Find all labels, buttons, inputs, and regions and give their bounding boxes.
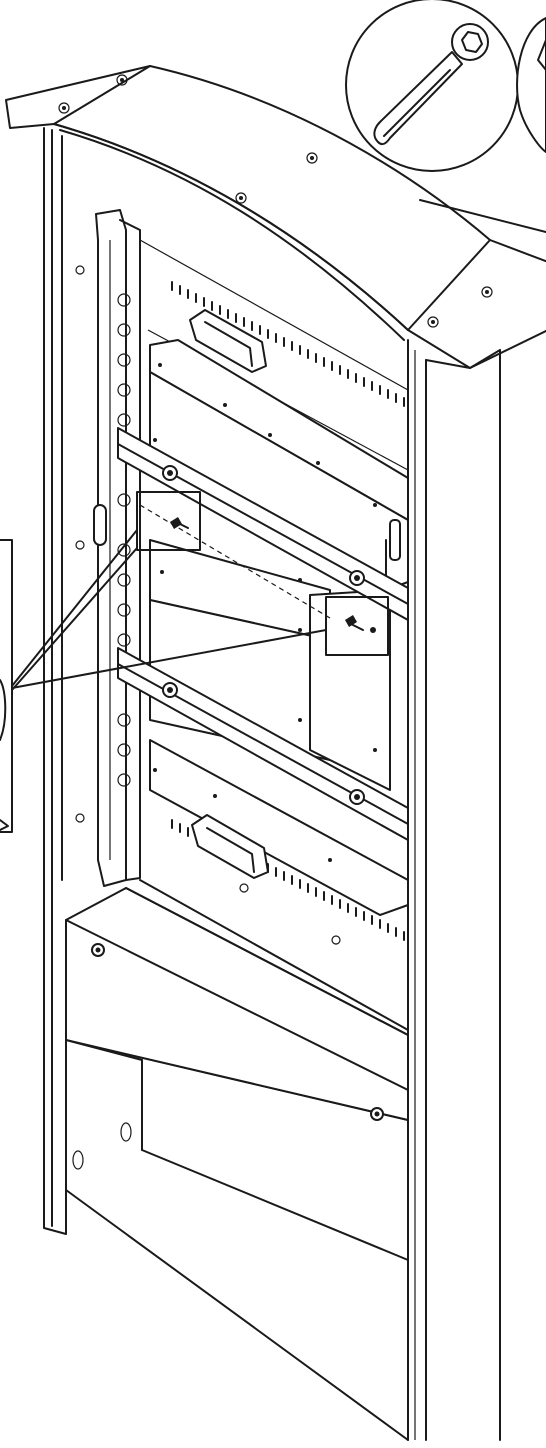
right-pillar [407,339,501,1441]
screw-detail-right [325,596,389,656]
mounting-bracket-lower [117,647,409,841]
carry-handle-bottom [191,814,269,879]
vent-slots-top [171,281,405,407]
carry-handle-top [189,309,267,373]
cabinet-frame [43,127,67,1235]
second-tool-partial [516,17,546,153]
base-panel [65,879,409,1121]
socket-wrench-tool [345,0,519,172]
screw-detail-left [136,491,331,619]
rail-slots [117,293,131,787]
canopy-top [5,65,546,369]
detail-inset-left [0,539,13,833]
mounting-bracket-upper [117,427,409,621]
support-leg [65,1039,409,1441]
equipment-module-lower [149,539,409,916]
mounting-rail [75,209,141,887]
leader-lines [11,199,546,691]
